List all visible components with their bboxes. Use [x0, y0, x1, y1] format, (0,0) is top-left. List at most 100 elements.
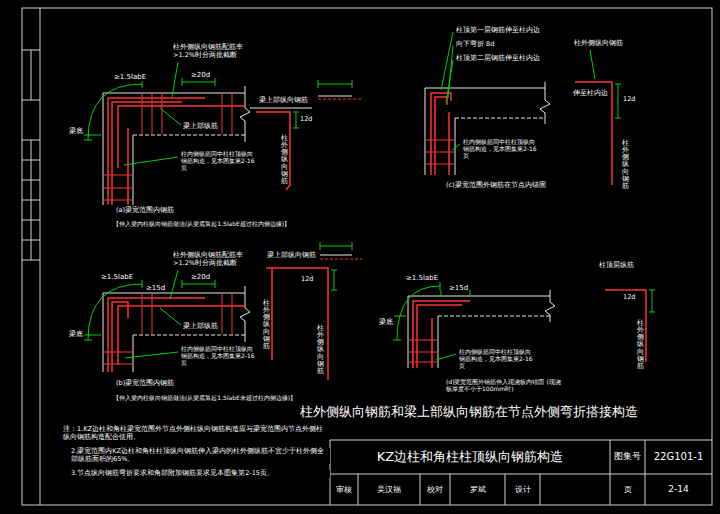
annotation-label: 梁底 — [378, 318, 394, 326]
detail-a — [84, 62, 250, 205]
detail-d-small — [605, 290, 655, 362]
title-block-cell: 罗斌 — [450, 474, 505, 505]
vertical-label: 柱外侧纵向钢筋 — [316, 325, 325, 375]
annotation-label: 梁底 — [68, 127, 84, 135]
annotation-label: 梁上部纵向钢筋 — [258, 97, 309, 105]
title-block-cell: 图集号 — [610, 440, 645, 474]
cell-text: 页 — [624, 485, 632, 494]
annotation-label: 向下弯折 8d — [455, 41, 495, 49]
annotation-label: 柱顶层纵筋 — [598, 262, 635, 270]
title-block-cell: KZ边柱和角柱柱顶纵向钢筋构造 — [330, 440, 610, 474]
detail-d-line — [393, 282, 470, 340]
annotation-label: 柱内侧纵筋同中柱柱顶纵向钢筋构造，见本图集第2-16页 — [458, 348, 536, 370]
annotation-label: ≥15d — [145, 284, 166, 292]
annotation-label: 2.梁宽范围内KZ边柱和角柱柱顶纵向钢筋伸入梁内的柱外侧纵筋不宜少于柱外侧全部纵… — [70, 448, 330, 464]
drawing-heading: 柱外侧纵向钢筋和梁上部纵向钢筋在节点外侧弯折搭接构造 — [298, 404, 640, 421]
title-block-cell: 吴汉福 — [358, 474, 420, 505]
title-block-cell: 设计 — [505, 474, 540, 505]
cell-text: 罗斌 — [470, 485, 486, 494]
detail-c — [425, 32, 550, 175]
annotation-label: 柱内侧纵筋同中柱柱顶纵向钢筋构造，见本图集第2-16页 — [180, 345, 258, 367]
detail-a-line — [104, 94, 232, 200]
annotation-label: 【伸入梁内柱纵向钢筋做法(从梁底算起1.5labE未超过柱内侧边缘)】 — [112, 394, 297, 401]
title-block-cell: 22G101-1 — [645, 440, 712, 474]
cell-text: 22G101-1 — [654, 451, 704, 463]
detail-a-line — [133, 135, 245, 136]
cell-text: 2-14 — [668, 484, 688, 494]
vertical-label: 柱外侧纵向钢筋 — [280, 135, 289, 185]
detail-b-line — [84, 280, 215, 340]
detail-c-line — [441, 32, 460, 150]
detail-b-line — [84, 270, 181, 358]
detail-b-small-line — [320, 259, 362, 260]
annotation-label: 柱外侧纵向钢筋配筋率 >1.2%时分两批截断 — [172, 252, 244, 268]
detail-b-line — [133, 335, 245, 336]
detail-c-line — [425, 88, 545, 175]
title-block-cell: 2-14 — [645, 474, 712, 505]
detail-c-line — [455, 118, 545, 119]
annotation-label: 12d — [622, 294, 636, 302]
cell-text: 审核 — [336, 485, 352, 494]
detail-b-small-line — [320, 255, 352, 256]
detail-a-line — [84, 62, 181, 165]
title-block-cell: 页 — [610, 474, 645, 505]
annotation-label: 柱顶第一层钢筋伸至柱内边 — [455, 27, 541, 35]
detail-a-small-line — [318, 99, 362, 100]
title-block-grid — [330, 440, 712, 505]
detail-a-small — [250, 80, 362, 190]
detail-a-line — [84, 78, 215, 140]
drawing-frame-line — [22, 50, 40, 260]
drawing-frame-line — [40, 8, 41, 505]
detail-a-line — [240, 86, 250, 142]
detail-c-line — [431, 93, 451, 175]
cell-text: KZ边柱和角柱柱顶纵向钢筋构造 — [377, 450, 563, 465]
annotation-label: 梁上部纵筋 — [182, 122, 219, 130]
annotation-label: 注：1.KZ边柱和角柱梁宽范围外节点外侧柱纵向钢筋构造应与梁宽范围内节点外侧柱纵… — [62, 426, 329, 442]
title-block-cell: 校对 — [420, 474, 450, 505]
annotation-label: ≥1.5labE — [100, 273, 134, 281]
cell-text: 设计 — [515, 485, 531, 494]
detail-d-line — [545, 290, 555, 322]
annotation-label: 梁上部纵向钢筋 — [266, 252, 317, 260]
annotation-label: 柱外侧纵向钢筋 — [573, 40, 624, 48]
cell-text: 吴汉福 — [377, 485, 401, 494]
detail-b-line — [240, 286, 250, 342]
title-block-grid-line — [330, 440, 712, 505]
annotation-label: 伸至柱内边 — [572, 90, 609, 98]
annotation-label: ≥15d — [448, 284, 469, 292]
annotation-label: 梁上部纵筋 — [182, 322, 219, 330]
annotation-label: 12d — [300, 276, 314, 284]
title-block-cell: 审核 — [330, 474, 358, 505]
drawing-frame-line — [22, 8, 712, 505]
annotation-label: ≥1.5labE — [113, 73, 147, 81]
detail-b-small-line — [266, 268, 328, 380]
annotation-label: ≥20d — [190, 273, 211, 281]
detail-a-small-line — [250, 96, 352, 108]
annotation-label: (d)梁宽范围外钢筋伸入现浇板内锚固 (现浇板厚度不小于100mm时) — [445, 378, 567, 392]
annotation-label: 12d — [299, 116, 313, 124]
drawing-frame — [22, 8, 712, 505]
annotation-label: (c)梁宽范围外钢筋在节点内锚固 — [445, 182, 547, 190]
annotation-label: 3.节点纵向钢筋弯折要求和角部附加钢筋要求见本图集第2-15页。 — [70, 470, 330, 478]
vertical-label: 柱外侧纵向钢筋 — [636, 320, 645, 370]
detail-b-small-line — [320, 242, 352, 290]
annotation-label: (a)梁宽范围内钢筋 — [115, 207, 175, 215]
annotation-label: 12d — [622, 96, 636, 104]
annotation-label: ≥20d — [190, 71, 211, 79]
detail-d-line — [394, 316, 456, 360]
detail-b-small — [266, 242, 362, 380]
annotation-label: 【伸入梁内柱纵向钢筋做法(从梁底算起1.5labE超过柱内侧边缘)】 — [112, 220, 291, 227]
annotation-label: 柱顶第二层钢筋伸至柱内边 — [455, 55, 541, 63]
detail-a-line — [103, 93, 245, 205]
detail-d-small-line — [649, 290, 655, 312]
annotation-label: ≥1.5labE — [405, 274, 439, 282]
detail-c-small — [575, 50, 621, 185]
vertical-label: 柱外侧纵向钢筋 — [262, 300, 271, 350]
detail-c-line — [426, 140, 454, 164]
detail-c-small-line — [590, 50, 621, 118]
annotation-label: 柱内侧纵筋同中柱柱顶纵向钢筋构造，见本图集第2-16页 — [180, 150, 258, 172]
annotation-label: 柱外侧纵向钢筋配筋率 >1.2%时分两批截断 — [172, 44, 244, 60]
cell-text: 图集号 — [614, 452, 641, 462]
vertical-label: 柱外侧纵向钢筋 — [621, 140, 630, 190]
